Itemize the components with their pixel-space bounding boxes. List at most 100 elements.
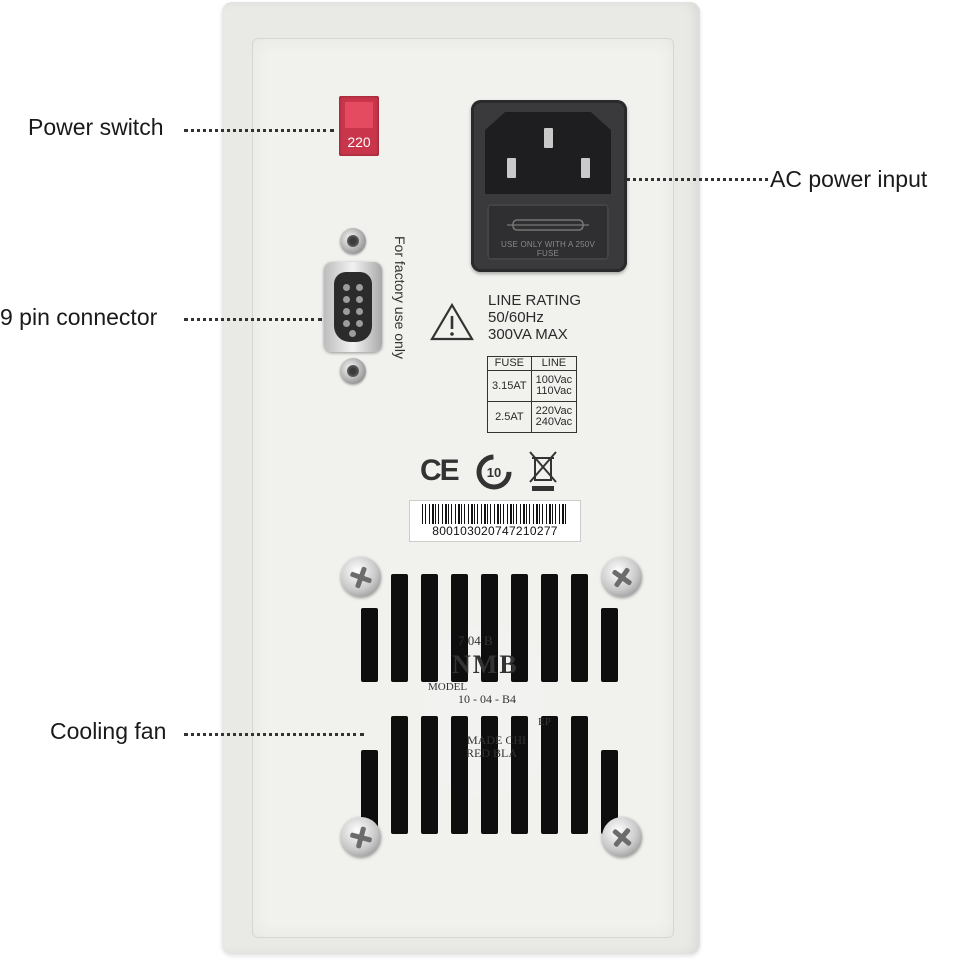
callout-line-cooling-fan [184, 733, 364, 736]
barcode-bar [555, 504, 556, 524]
barcode-bar [432, 504, 434, 524]
ten-mark: 10 [487, 465, 501, 480]
barcode-bar [552, 504, 553, 524]
pin [343, 308, 350, 315]
barcode-bar [510, 504, 512, 524]
barcode-bar [425, 504, 426, 524]
barcode-bar [442, 504, 443, 524]
fan-screw [341, 557, 381, 597]
inlet-socket [485, 112, 611, 194]
grille-slot [421, 716, 438, 834]
barcode-bar [455, 504, 456, 524]
line-voltage: 220Vac [535, 405, 573, 417]
barcode-number: 800103020747210277 [432, 524, 558, 538]
grille-slot [601, 608, 618, 682]
grille-slot [571, 716, 588, 834]
barcode-bar [565, 504, 566, 524]
grille-slot [571, 574, 588, 682]
barcode-bar [448, 504, 449, 524]
line-prong [507, 158, 516, 178]
barcode-bar [520, 504, 521, 524]
barcode-bar [471, 504, 473, 524]
barcode-bar [494, 504, 495, 524]
line-rating-block: LINE RATING 50/60Hz 300VA MAX [488, 292, 581, 343]
barcode-bar [490, 504, 491, 524]
switch-rocker [345, 102, 373, 128]
barcode-bar [513, 504, 514, 524]
barcode-label: 800103020747210277 [409, 500, 581, 542]
barcode-bar [464, 504, 465, 524]
barcode-bar [507, 504, 508, 524]
barcode-bar [549, 504, 551, 524]
ac-power-inlet[interactable]: USE ONLY WITH A 250V FUSE [471, 100, 627, 272]
connector-socket [334, 272, 372, 342]
fan-model-label: MODEL [428, 681, 468, 693]
power-switch[interactable]: 220 [339, 96, 379, 156]
weee-bin-icon [529, 451, 557, 491]
line-voltage: 100Vac [535, 374, 573, 386]
grille-slot [481, 716, 498, 834]
nine-pin-connector[interactable] [324, 262, 382, 352]
grille-slot [541, 574, 558, 682]
barcode-bar [503, 504, 504, 524]
fuse-icon [507, 219, 589, 231]
table-cell-line: 220Vac 240Vac [530, 401, 578, 433]
grille-slot [391, 574, 408, 682]
grille-slot [391, 716, 408, 834]
fan-ep-text: EP [538, 716, 551, 728]
barcode-bar [539, 504, 540, 524]
grille-slot [541, 716, 558, 834]
fan-screw [602, 557, 642, 597]
table-cell-fuse: 3.15AT [487, 370, 532, 402]
barcode-bar [461, 504, 462, 524]
barcode-bar [474, 504, 475, 524]
table-header-row: FUSE LINE [487, 356, 578, 371]
pin [356, 308, 363, 315]
pin [343, 296, 350, 303]
fuse-drawer[interactable]: USE ONLY WITH A 250V FUSE [487, 204, 609, 260]
barcode-bar [559, 504, 560, 524]
barcode-bars [422, 504, 566, 524]
callout-line-nine-pin [184, 318, 322, 321]
fan-brand: NMB [452, 650, 519, 679]
ground-prong [544, 128, 553, 148]
fan-wires-text: RED BLA [466, 746, 517, 760]
callout-cooling-fan: Cooling fan [50, 718, 167, 744]
rating-power: 300VA MAX [488, 326, 568, 343]
barcode-bar [445, 504, 447, 524]
barcode-bar [477, 504, 478, 524]
barcode-bar [533, 504, 534, 524]
line-voltage: 110Vac [536, 385, 572, 397]
grille-slot [451, 574, 468, 682]
rating-title: LINE RATING [488, 292, 582, 309]
factory-use-note: For factory use only [392, 236, 408, 359]
table-row: 3.15AT 100Vac 110Vac [487, 370, 578, 402]
fan-made-text: MADE CHI [467, 733, 526, 747]
fuse-warning-text: USE ONLY WITH A 250V FUSE [501, 240, 595, 258]
callout-power-switch: Power switch [28, 114, 164, 140]
environmental-use-period-icon: 10 [476, 454, 512, 490]
barcode-bar [562, 504, 564, 524]
table-row: 2.5AT 220Vac 240Vac [487, 401, 578, 433]
fan-screw [602, 817, 642, 857]
barcode-bar [458, 504, 460, 524]
grille-slot [511, 716, 528, 834]
barcode-bar [422, 504, 423, 524]
barcode-bar [529, 504, 530, 524]
table-cell-fuse: 2.5AT [487, 401, 532, 433]
barcode-bar [542, 504, 543, 524]
grille-slot [481, 574, 498, 682]
pin [356, 284, 363, 291]
fan-model-number: 10 - 04 - B4 [458, 692, 516, 706]
grille-slot [601, 750, 618, 834]
barcode-bar [468, 504, 469, 524]
callout-line-power-switch [184, 129, 334, 132]
ce-mark: CE [420, 454, 460, 487]
barcode-bar [497, 504, 499, 524]
barcode-bar [516, 504, 517, 524]
line-voltage: 240Vac [535, 416, 573, 428]
barcode-bar [429, 504, 430, 524]
connector-screw-bottom [340, 358, 366, 384]
barcode-bar [500, 504, 501, 524]
table-cell-line: 100Vac 110Vac [530, 370, 578, 402]
